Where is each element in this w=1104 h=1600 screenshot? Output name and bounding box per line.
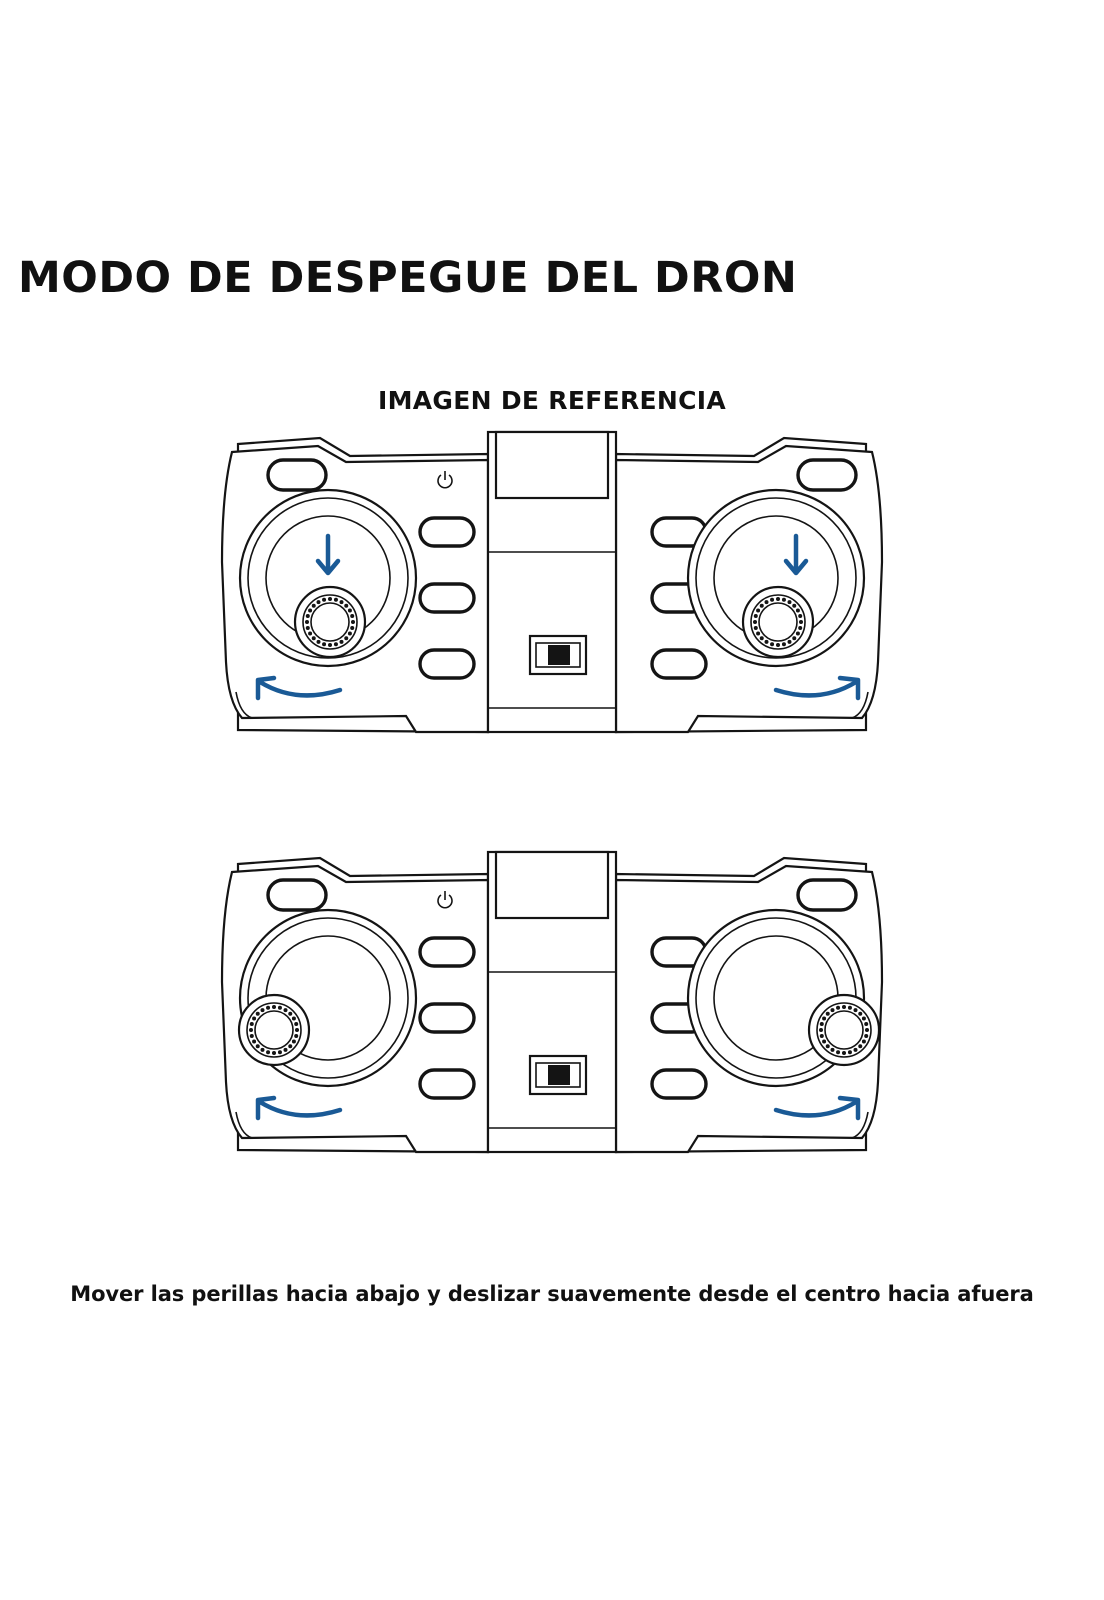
down-arrow-icon xyxy=(783,533,809,576)
right-stick-well xyxy=(686,488,866,668)
left-stick-knob xyxy=(237,993,311,1067)
curved-arrow-icon xyxy=(773,675,861,701)
right-stick-knob xyxy=(807,993,881,1067)
curved-arrow-icon xyxy=(255,675,343,701)
left-shoulder-button xyxy=(266,878,328,912)
down-arrow-icon xyxy=(315,533,341,576)
left-shoulder-button xyxy=(266,458,328,492)
power-icon xyxy=(437,891,453,909)
left-button-3 xyxy=(418,1068,476,1100)
power-icon xyxy=(437,471,453,489)
reference-image-label: IMAGEN DE REFERENCIA xyxy=(377,386,727,415)
right-shoulder-button xyxy=(796,878,858,912)
page-title: MODO DE DESPEGUE DEL DRON xyxy=(18,253,798,303)
toggle-switch-icon xyxy=(528,634,588,676)
right-shoulder-button xyxy=(796,458,858,492)
left-stick-knob xyxy=(293,585,367,659)
phone-clamp xyxy=(494,430,610,500)
left-button-1 xyxy=(418,516,476,548)
right-button-3 xyxy=(650,648,708,680)
toggle-switch-icon xyxy=(528,1054,588,1096)
left-button-3 xyxy=(418,648,476,680)
right-button-3 xyxy=(650,1068,708,1100)
phone-clamp xyxy=(494,850,610,920)
left-button-2 xyxy=(418,1002,476,1034)
controller-diagram-top xyxy=(220,430,884,734)
right-stick-knob xyxy=(741,585,815,659)
left-button-1 xyxy=(418,936,476,968)
controller-body xyxy=(220,430,884,734)
left-button-2 xyxy=(418,582,476,614)
instruction-caption: Mover las perillas hacia abajo y desliza… xyxy=(70,1282,1034,1306)
controller-body xyxy=(220,850,884,1154)
curved-arrow-icon xyxy=(773,1095,861,1121)
controller-diagram-bottom xyxy=(220,850,884,1154)
curved-arrow-icon xyxy=(255,1095,343,1121)
